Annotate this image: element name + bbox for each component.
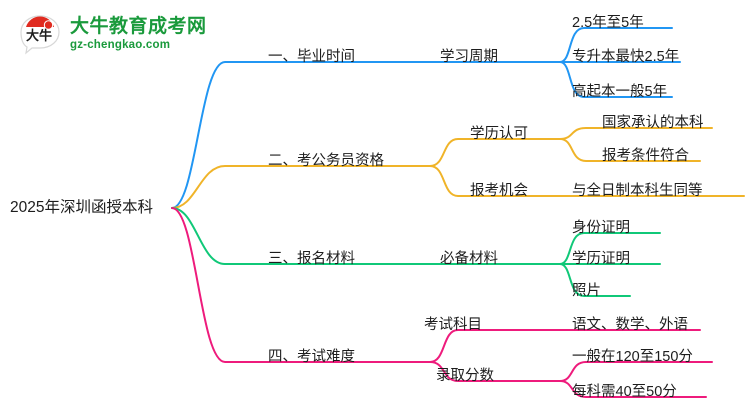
site-logo[interactable]: 大牛 大牛教育成考网 gz-chengkao.com xyxy=(18,8,238,60)
branch-node-3[interactable]: 三、报名材料 xyxy=(268,251,355,267)
logo-text-block: 大牛教育成考网 gz-chengkao.com xyxy=(70,17,207,51)
branch-4-child-2[interactable]: 录取分数 xyxy=(436,368,494,384)
daniu-bull-speech-bubble-logo: 大牛 xyxy=(18,13,62,55)
branch-2-leaf-3[interactable]: 与全日制本科生同等 xyxy=(572,183,703,199)
logo-title: 大牛教育成考网 xyxy=(70,16,207,37)
connector-branch4-to-child1 xyxy=(429,329,561,363)
connector-root-to-branch4 xyxy=(171,207,389,363)
connector-branch2-to-child1 xyxy=(429,138,561,167)
branch-3-leaf-1[interactable]: 身份证明 xyxy=(572,220,630,236)
logo-mark-text: 大牛 xyxy=(26,28,52,44)
mindmap-root-node[interactable]: 2025年深圳函授本科 xyxy=(10,199,153,216)
logo-subtitle-url: gz-chengkao.com xyxy=(70,38,171,51)
branch-2-child-1[interactable]: 学历认可 xyxy=(470,126,528,142)
connector-root-to-branch2 xyxy=(171,165,389,209)
branch-4-leaf-3[interactable]: 每科需40至50分 xyxy=(572,384,677,400)
branch-1-leaf-2[interactable]: 专升本最快2.5年 xyxy=(572,49,680,65)
logo-mark-svg: 大牛 xyxy=(20,15,60,55)
branch-4-leaf-1[interactable]: 语文、数学、外语 xyxy=(572,317,688,333)
branch-3-leaf-3[interactable]: 照片 xyxy=(572,283,601,299)
branch-3-child-1[interactable]: 必备材料 xyxy=(440,251,498,267)
branch-node-4[interactable]: 四、考试难度 xyxy=(268,349,355,365)
branch-node-2[interactable]: 二、考公务员资格 xyxy=(268,153,384,169)
branch-4-leaf-2[interactable]: 一般在120至150分 xyxy=(572,349,693,365)
branch-1-child-1[interactable]: 学习周期 xyxy=(440,49,498,65)
branch-2-leaf-1[interactable]: 国家承认的本科 xyxy=(602,115,704,131)
branch-3-leaf-2[interactable]: 学历证明 xyxy=(572,251,630,267)
branch-1-leaf-3[interactable]: 高起本一般5年 xyxy=(572,84,668,100)
branch-2-leaf-2[interactable]: 报考条件符合 xyxy=(602,148,689,164)
branch-1-leaf-1[interactable]: 2.5年至5年 xyxy=(572,15,644,31)
branch-node-1[interactable]: 一、毕业时间 xyxy=(268,49,355,65)
connector-root-to-branch1 xyxy=(171,61,389,209)
branch-2-child-2[interactable]: 报考机会 xyxy=(470,183,528,199)
branch-4-child-1[interactable]: 考试科目 xyxy=(424,317,482,333)
